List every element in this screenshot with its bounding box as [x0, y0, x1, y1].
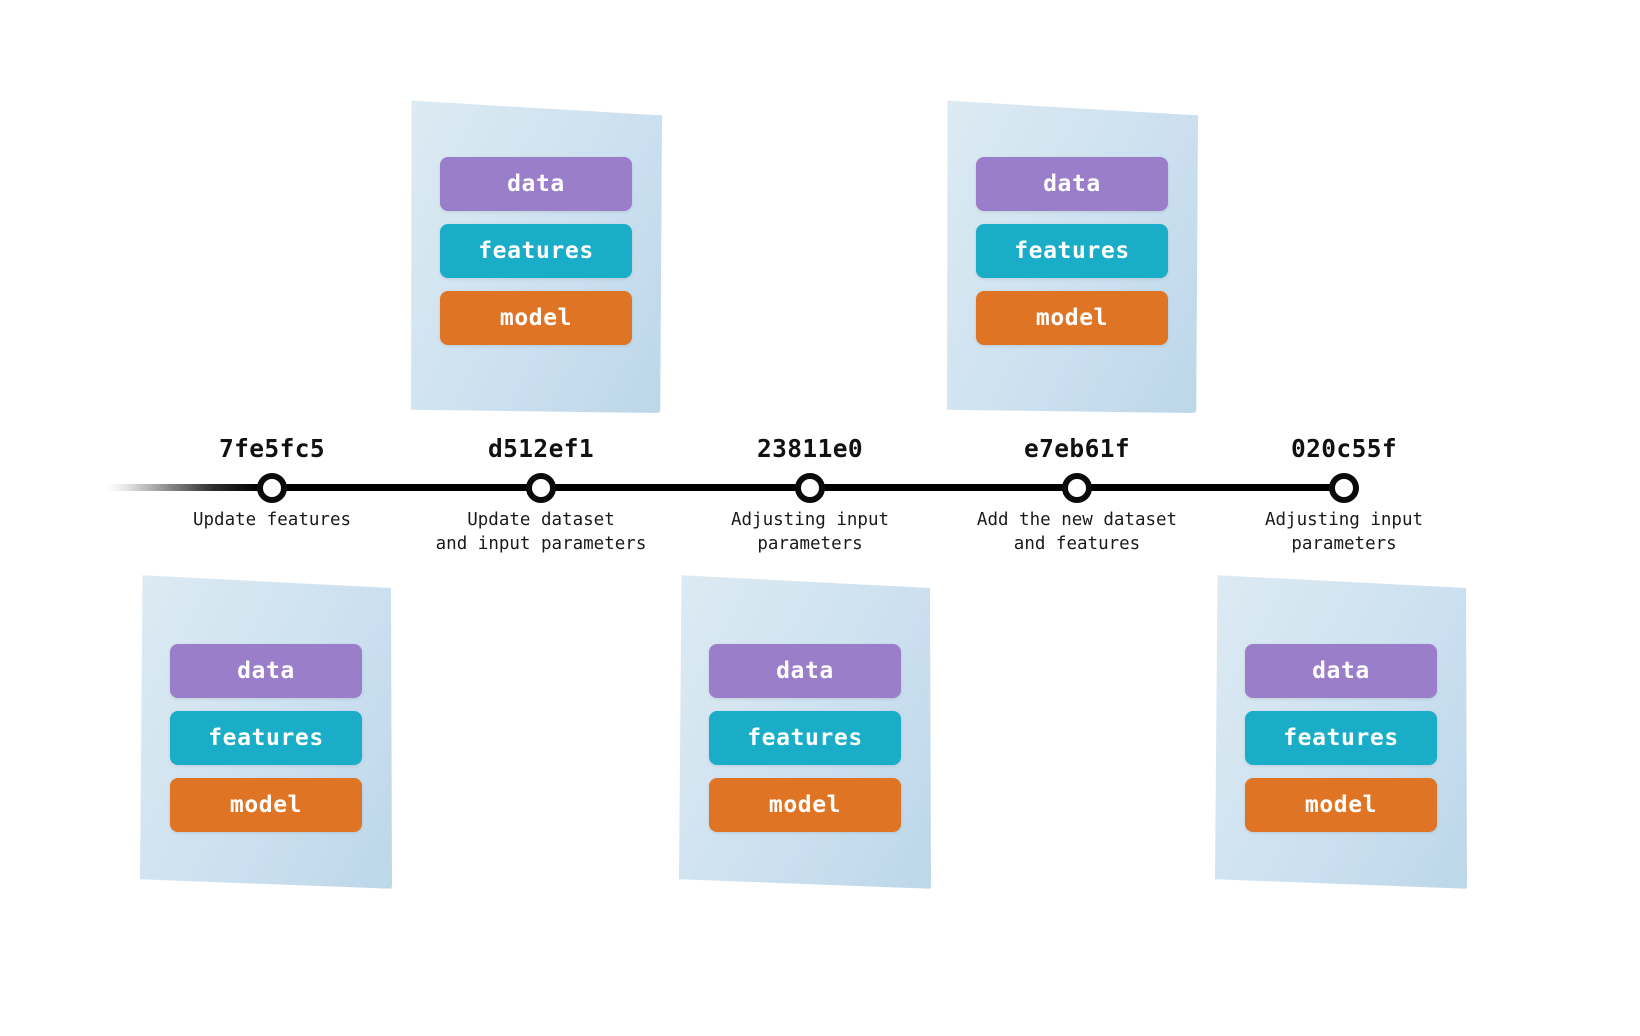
commit-description: Update dataset and input parameters [435, 510, 647, 554]
commit-hash-label[interactable]: 23811e0 [756, 434, 864, 463]
timeline-node-dot[interactable] [795, 473, 825, 503]
artifact-chip-list: data features model [976, 157, 1168, 345]
artifact-chip-model[interactable]: model [976, 291, 1168, 345]
artifact-chip-features[interactable]: features [440, 224, 632, 278]
artifact-chip-features[interactable]: features [976, 224, 1168, 278]
snapshot-card[interactable]: data features model [946, 93, 1198, 413]
commit-description: Adjusting input parameters [730, 510, 890, 554]
artifact-chip-list: data features model [1245, 644, 1437, 832]
snapshot-card[interactable]: data features model [679, 572, 931, 892]
artifact-chip-data[interactable]: data [1245, 644, 1437, 698]
commit-hash-label[interactable]: 7fe5fc5 [218, 434, 326, 463]
artifact-chip-data[interactable]: data [709, 644, 901, 698]
artifact-chip-features[interactable]: features [1245, 711, 1437, 765]
commit-description: Add the new dataset and features [976, 510, 1178, 554]
artifact-chip-model[interactable]: model [170, 778, 362, 832]
snapshot-card[interactable]: data features model [140, 572, 392, 892]
artifact-chip-model[interactable]: model [1245, 778, 1437, 832]
artifact-chip-data[interactable]: data [170, 644, 362, 698]
timeline-node-dot[interactable] [1062, 473, 1092, 503]
commit-hash-label[interactable]: e7eb61f [1023, 434, 1131, 463]
commit-description: Adjusting input parameters [1264, 510, 1424, 554]
snapshot-card[interactable]: data features model [410, 93, 662, 413]
artifact-chip-data[interactable]: data [976, 157, 1168, 211]
artifact-chip-features[interactable]: features [170, 711, 362, 765]
artifact-chip-data[interactable]: data [440, 157, 632, 211]
artifact-chip-list: data features model [440, 157, 632, 345]
commit-hash-label[interactable]: 020c55f [1290, 434, 1398, 463]
timeline-axis [108, 484, 1348, 491]
timeline-node-dot[interactable] [526, 473, 556, 503]
timeline-node-dot[interactable] [1329, 473, 1359, 503]
artifact-chip-model[interactable]: model [440, 291, 632, 345]
commit-description: Update features [192, 510, 352, 530]
commit-hash-label[interactable]: d512ef1 [487, 434, 595, 463]
timeline-node-dot[interactable] [257, 473, 287, 503]
artifact-chip-features[interactable]: features [709, 711, 901, 765]
artifact-chip-list: data features model [709, 644, 901, 832]
artifact-chip-list: data features model [170, 644, 362, 832]
snapshot-card[interactable]: data features model [1215, 572, 1467, 892]
artifact-chip-model[interactable]: model [709, 778, 901, 832]
